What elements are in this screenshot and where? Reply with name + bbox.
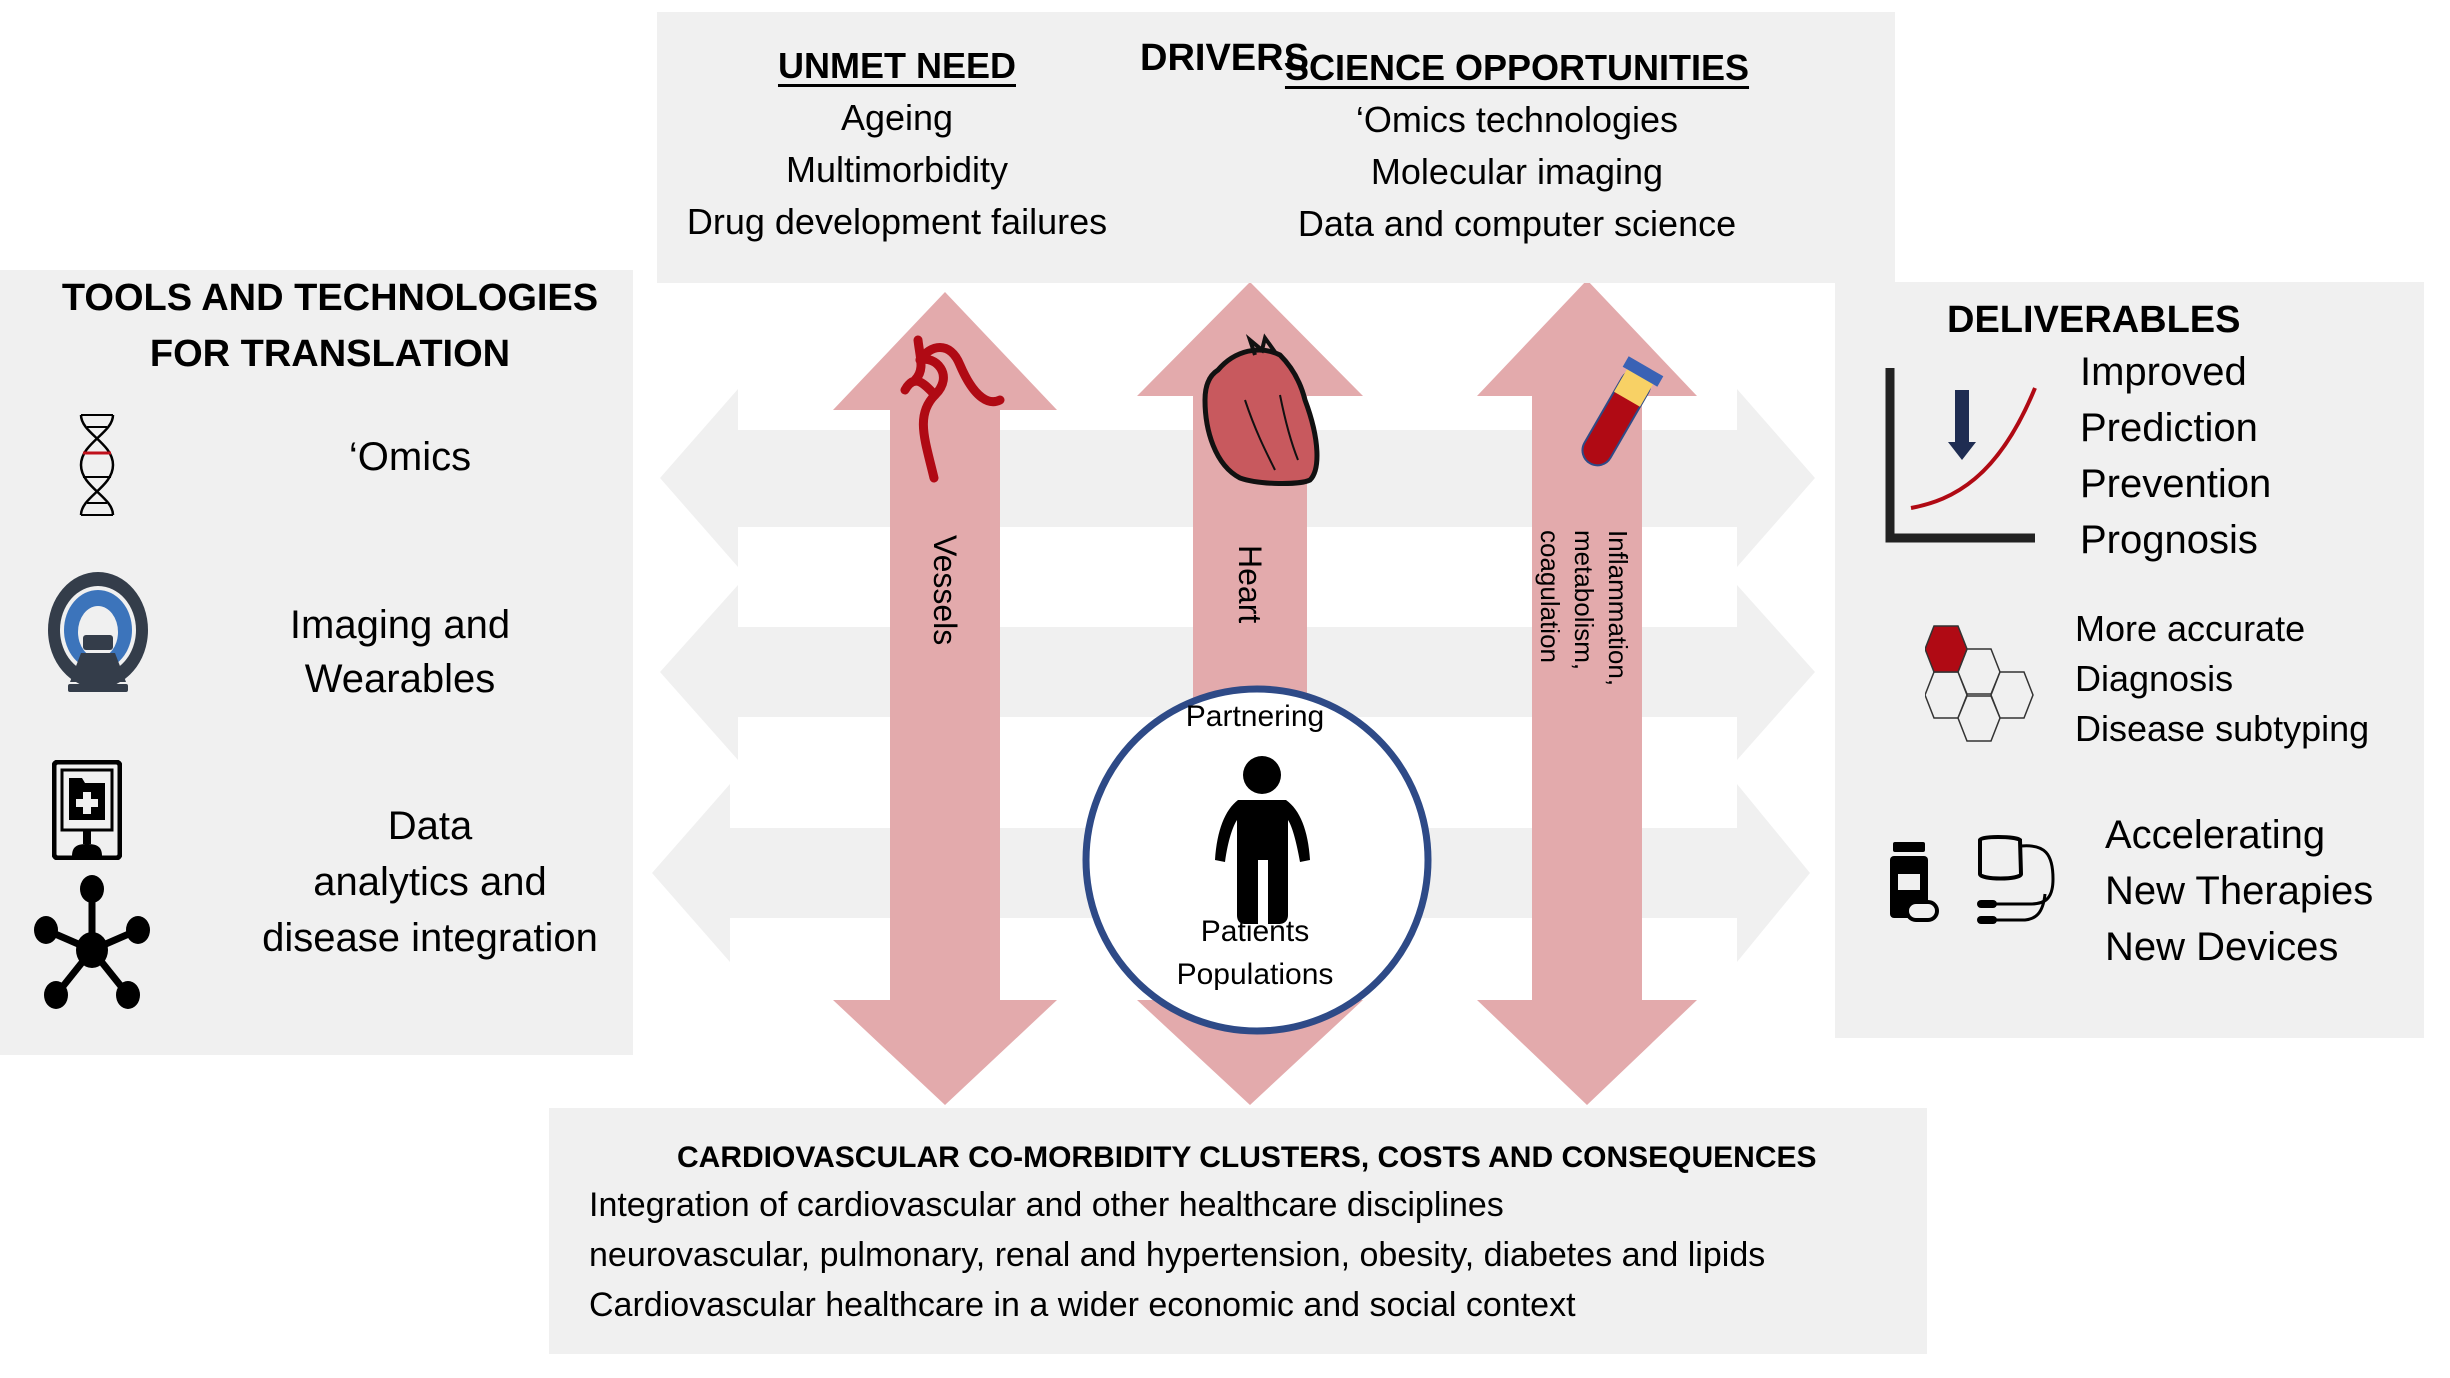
mri-scanner-icon xyxy=(48,572,148,692)
comorbidity-lines: Integration of cardiovascular and other … xyxy=(589,1180,1765,1330)
omics-label: ‘Omics xyxy=(348,435,472,479)
medical-record-monitor-icon xyxy=(52,760,122,860)
vertical-arrow-inflammation xyxy=(1477,280,1697,1105)
deliverable-item: Disease subtyping xyxy=(2075,708,2370,749)
wearables-line: Wearables xyxy=(304,657,496,701)
heart-label: Heart xyxy=(1232,545,1268,624)
deliverable-item: Prevention xyxy=(2080,462,2272,506)
comorbidity-heading: CARDIOVASCULAR CO-MORBIDITY CLUSTERS, CO… xyxy=(677,1141,1817,1174)
heart-icon xyxy=(1202,333,1320,487)
inflammation-line: Inflammation, xyxy=(1603,530,1633,687)
therapies-list: Accelerating New Therapies New Devices xyxy=(2105,807,2373,975)
deliverables-panel: DELIVERABLES Improved Prediction Prevent… xyxy=(1835,282,2424,1038)
unmet-need-heading: UNMET NEED xyxy=(777,45,1016,86)
data-analytics-label: Data analytics and disease integration xyxy=(220,798,640,966)
hexagon-cluster-icon xyxy=(1925,625,2034,742)
science-item: Data and computer science xyxy=(1297,203,1737,244)
deliverables-title: DELIVERABLES xyxy=(1947,299,2241,341)
inflammation-label: Inflammation, metabolism, coagulation xyxy=(1533,530,1635,686)
metabolism-line: metabolism, xyxy=(1569,530,1599,671)
tools-panel: TOOLS AND TECHNOLOGIES FOR TRANSLATION ‘… xyxy=(0,270,633,1055)
deliverable-item: More accurate xyxy=(2075,608,2306,649)
science-item: Molecular imaging xyxy=(1370,151,1664,192)
risk-curve-icon xyxy=(1885,368,2037,543)
deliverable-item: New Devices xyxy=(2105,925,2339,969)
data-line: Data xyxy=(387,804,473,848)
diagnosis-list: More accurate Diagnosis Disease subtypin… xyxy=(2075,604,2369,754)
unmet-need-column: UNMET NEED Ageing Multimorbidity Drug de… xyxy=(657,40,1137,248)
pacemaker-device-icon xyxy=(1977,835,2055,924)
dna-icon xyxy=(79,414,115,516)
medication-bottle-icon xyxy=(1890,842,1939,922)
network-icon xyxy=(34,875,150,1009)
coagulation-line: coagulation xyxy=(1535,530,1565,663)
analytics-line: analytics and xyxy=(313,860,547,904)
deliverable-item: Prediction xyxy=(2080,406,2258,450)
tools-title: TOOLS AND TECHNOLOGIES FOR TRANSLATION xyxy=(0,270,660,382)
deliverable-item: Improved xyxy=(2080,350,2247,394)
imaging-wearables-label: Imaging and Wearables xyxy=(240,598,560,706)
prediction-list: Improved Prediction Prevention Prognosis xyxy=(2080,344,2271,568)
deliverable-item: Diagnosis xyxy=(2075,658,2234,699)
deliverable-item: New Therapies xyxy=(2105,869,2374,913)
deliverable-item: Accelerating xyxy=(2105,813,2326,857)
blood-tube-icon xyxy=(1581,356,1664,467)
science-opportunities-column: SCIENCE OPPORTUNITIES ‘Omics technologie… xyxy=(1277,42,1757,250)
disease-integration-line: disease integration xyxy=(262,916,598,960)
partnering-label: Partnering xyxy=(1185,700,1325,733)
drivers-panel: DRIVERS UNMET NEED Ageing Multimorbidity… xyxy=(657,12,1895,283)
deliverable-item: Prognosis xyxy=(2080,518,2258,562)
tools-title-line1: TOOLS AND TECHNOLOGIES xyxy=(61,277,599,319)
populations-label: Populations xyxy=(1176,958,1334,991)
blood-vessel-icon xyxy=(900,335,1005,483)
science-item: ‘Omics technologies xyxy=(1355,99,1679,140)
comorbidity-line: Cardiovascular healthcare in a wider eco… xyxy=(589,1286,1576,1324)
person-icon xyxy=(1215,756,1310,924)
drivers-title: DRIVERS xyxy=(1140,37,1309,79)
comorbidity-panel: CARDIOVASCULAR CO-MORBIDITY CLUSTERS, CO… xyxy=(549,1108,1927,1354)
unmet-need-item: Drug development failures xyxy=(686,201,1108,242)
unmet-need-item: Ageing xyxy=(840,97,954,138)
vertical-arrow-vessels xyxy=(833,292,1057,1105)
comorbidity-line: neurovascular, pulmonary, renal and hype… xyxy=(589,1236,1766,1274)
vessels-label: Vessels xyxy=(927,535,963,646)
comorbidity-line: Integration of cardiovascular and other … xyxy=(589,1186,1504,1224)
patients-label: Patients xyxy=(1200,915,1310,948)
science-opportunities-heading: SCIENCE OPPORTUNITIES xyxy=(1284,47,1750,88)
unmet-need-item: Multimorbidity xyxy=(785,149,1009,190)
imaging-line: Imaging and xyxy=(289,603,511,647)
tools-title-line2: FOR TRANSLATION xyxy=(149,333,511,375)
